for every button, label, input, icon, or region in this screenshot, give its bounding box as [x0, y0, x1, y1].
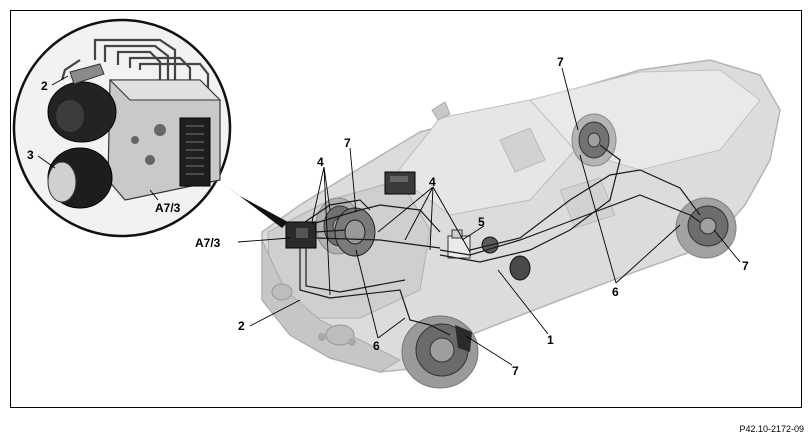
diagram-frame: [10, 10, 802, 408]
callout-7-booster: 7: [344, 136, 351, 150]
rear-right-wheel: [571, 113, 617, 167]
car-front-bumper: [261, 239, 402, 373]
callout-5: 5: [478, 215, 485, 229]
callout-6-front: 6: [373, 339, 380, 353]
callout-3: 3: [27, 148, 34, 162]
brake-lines: [299, 144, 701, 336]
abs-connector: [179, 117, 211, 187]
callout-2-inset: 2: [41, 79, 48, 93]
headlight-left: [271, 283, 293, 301]
callout-a73-main: A7/3: [195, 236, 221, 250]
callout-4-right: 4: [429, 175, 436, 189]
callout-7-rear-top: 7: [557, 55, 564, 69]
callout-7-front-wheel: 7: [512, 364, 519, 378]
brake-booster: [334, 207, 376, 257]
inset-pointer: [225, 185, 288, 228]
rear-left-wheel: [675, 197, 737, 259]
inset-hose: [69, 63, 105, 85]
car-seat-rear: [559, 177, 616, 229]
callout-1: 1: [547, 333, 554, 347]
control-box: [384, 171, 416, 195]
callout-2-main: 2: [238, 319, 245, 333]
inset-pipes: [60, 38, 210, 100]
callout-4-left: 4: [317, 155, 324, 169]
callout-a73-inset: A7/3: [155, 201, 181, 215]
front-left-wheel: [401, 315, 479, 389]
leader-lines: [37, 67, 741, 366]
callout-7-rear-right: 7: [742, 259, 749, 273]
fog-light: [318, 333, 326, 341]
abs-unit-in-car: [285, 221, 317, 249]
figure-code: P42.10-2172-09: [739, 424, 804, 434]
callout-labels: 2 3 A7/3 A7/3 2 4 7 4 5 1 6 7 6 7 7: [27, 55, 749, 378]
callout-6-rear: 6: [612, 285, 619, 299]
fog-light-2: [348, 338, 356, 346]
car-seat-front: [499, 127, 546, 173]
magnifier-inset: [12, 18, 288, 238]
headlight-right: [325, 324, 355, 346]
side-mirror: [431, 101, 451, 121]
